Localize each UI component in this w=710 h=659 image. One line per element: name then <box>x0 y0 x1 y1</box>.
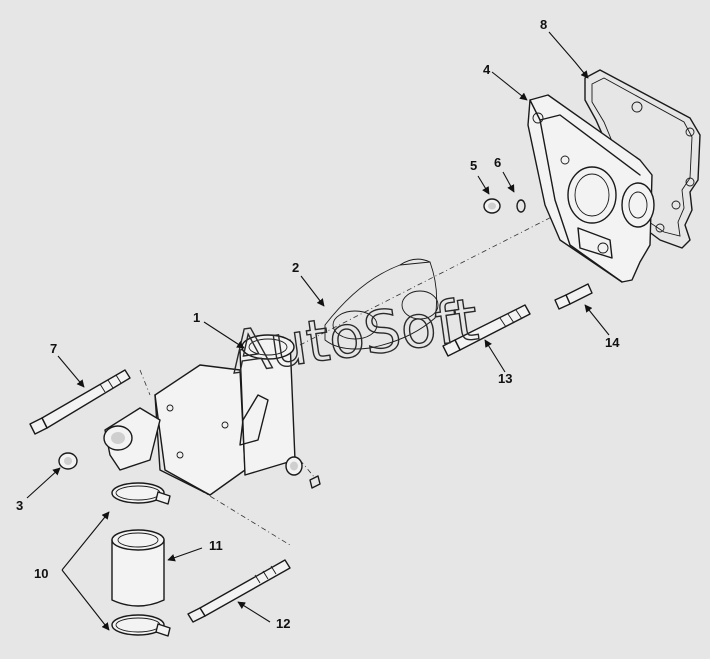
bolt-part-13 <box>442 304 531 357</box>
callout-8: 8 <box>540 17 547 32</box>
callout-14: 14 <box>605 335 620 350</box>
hose-part-2 <box>324 258 439 350</box>
callout-7: 7 <box>50 341 57 356</box>
callout-11: 11 <box>209 538 223 553</box>
callout-1: 1 <box>193 310 200 325</box>
hose-sleeve-part-11 <box>111 529 165 607</box>
bolt-part-7 <box>29 369 131 435</box>
callout-labels: 8 4 5 6 2 1 7 3 10 11 12 13 14 <box>16 17 620 631</box>
svg-text:AutoSoft: AutoSoft <box>226 285 482 387</box>
nut-part-3 <box>58 452 78 470</box>
manifold-part-1 <box>103 334 321 496</box>
stud-part-12 <box>187 559 291 623</box>
callout-10: 10 <box>34 566 48 581</box>
o-ring-part-6 <box>516 199 526 213</box>
clamp-upper-part-10 <box>111 482 171 505</box>
callout-12: 12 <box>276 616 290 631</box>
callout-13: 13 <box>498 371 512 386</box>
leader-lines <box>26 31 610 631</box>
clamp-lower-part-10 <box>111 614 171 637</box>
nut-part-5 <box>483 198 501 214</box>
callout-6: 6 <box>494 155 501 170</box>
callout-3: 3 <box>16 498 23 513</box>
callout-5: 5 <box>470 158 477 173</box>
bolt-part-14 <box>554 283 593 310</box>
callout-2: 2 <box>292 260 299 275</box>
assembly-centerlines <box>139 199 586 546</box>
thermostat-housing-part-4 <box>527 94 655 283</box>
callout-4: 4 <box>483 62 491 77</box>
watermark: AutoSoft <box>225 284 483 387</box>
